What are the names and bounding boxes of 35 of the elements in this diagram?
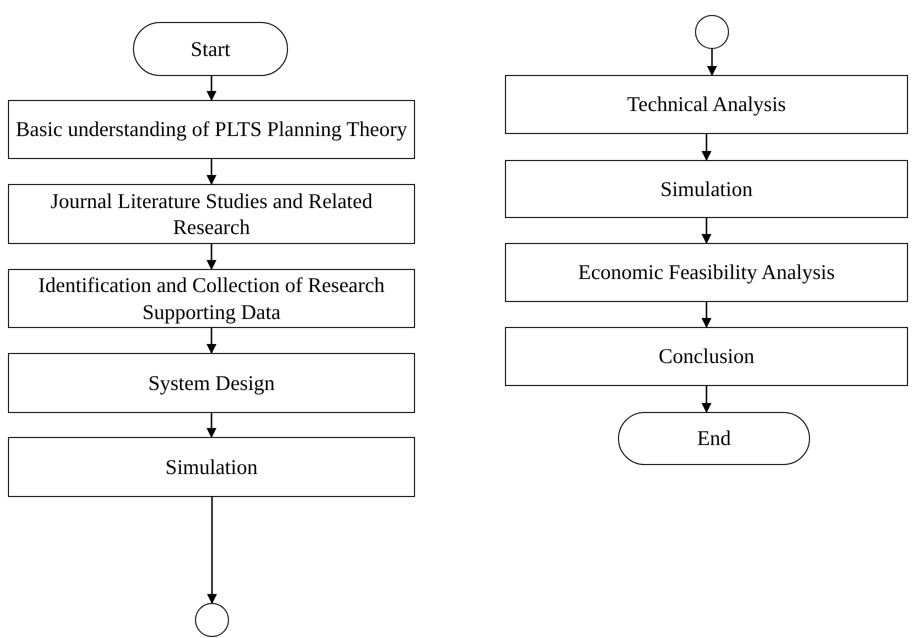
box-label: Identification and Collection of Research Supporting Data	[37, 272, 386, 325]
box-label: System Design	[148, 370, 275, 396]
process-box	[505, 243, 908, 302]
arrow	[206, 244, 216, 270]
box-label: End	[697, 425, 731, 452]
arrow	[206, 76, 216, 101]
arrow	[207, 497, 217, 604]
arrow	[702, 134, 712, 161]
box-label: Simulation	[165, 454, 258, 480]
arrow	[702, 218, 712, 244]
box-label: Start	[190, 36, 230, 62]
box-label: Basic understanding of PLTS Planning Theory	[16, 116, 408, 143]
box-label: Simulation	[660, 176, 753, 202]
connector-circle	[695, 15, 729, 49]
box-label: Journal Literature Studies and Related Research	[50, 188, 374, 240]
arrow	[206, 328, 216, 354]
process-box	[505, 327, 908, 386]
terminal-shape	[133, 22, 288, 76]
terminal-shape	[618, 412, 810, 465]
connector-circle	[195, 603, 229, 637]
box-label: Technical Analysis	[627, 91, 786, 118]
process-box	[8, 269, 415, 328]
arrow	[702, 386, 712, 413]
process-box	[505, 160, 908, 218]
arrow	[702, 302, 712, 328]
arrow	[206, 413, 216, 438]
process-box	[8, 184, 415, 244]
arrow	[707, 49, 717, 76]
process-box	[8, 437, 415, 497]
arrow	[206, 159, 216, 185]
process-box	[8, 353, 415, 413]
box-label: Economic Feasibility Analysis	[578, 259, 835, 286]
process-box	[505, 75, 908, 134]
box-label: Conclusion	[658, 343, 754, 370]
process-box	[8, 100, 415, 159]
